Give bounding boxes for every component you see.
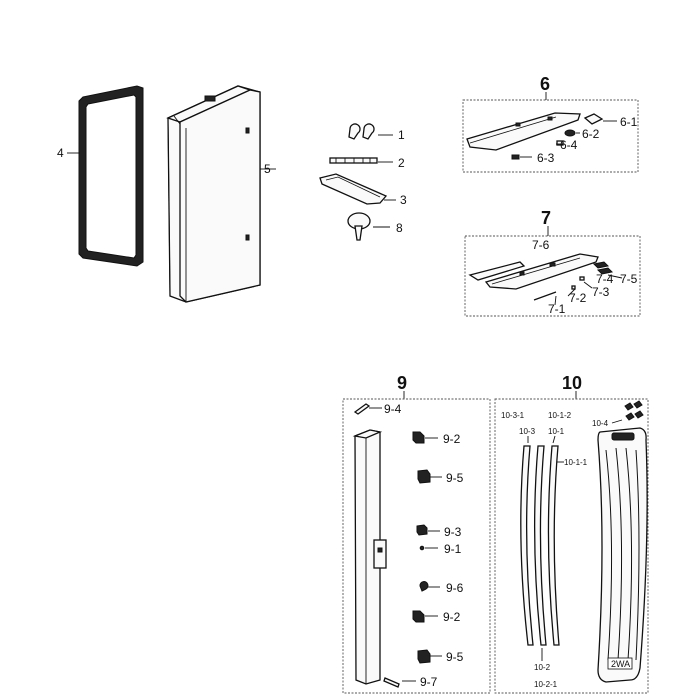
callout-8: 8	[396, 221, 403, 235]
callout-7: 7	[541, 208, 551, 228]
callout-10-1: 10-1	[548, 427, 565, 436]
callout-6: 6	[540, 74, 550, 94]
callout-6-3: 6-3	[537, 151, 555, 165]
callout-2: 2	[398, 156, 405, 170]
callout-7-4: 7-4	[596, 272, 614, 286]
screw-8	[347, 212, 371, 241]
door-gasket	[78, 85, 144, 267]
callout-9-3: 9-3	[444, 525, 462, 539]
callout-7-3: 7-3	[592, 285, 610, 299]
callout-9-1: 9-1	[444, 542, 462, 556]
clip-9-5a	[417, 469, 431, 484]
clip-9-5b	[417, 649, 431, 664]
door-guide-rails	[520, 445, 560, 646]
cap-9-3	[416, 524, 428, 536]
spring-9-6	[419, 581, 429, 592]
handle-bar	[319, 173, 388, 205]
callout-9-7: 9-7	[420, 675, 438, 689]
callout-10-3: 10-3	[519, 427, 536, 436]
callout-7-1: 7-1	[548, 302, 566, 316]
hinge-pins	[348, 123, 375, 140]
callout-4: 4	[57, 146, 64, 160]
door-panel	[166, 85, 261, 303]
callout-10-1-1: 10-1-1	[564, 458, 588, 467]
callout-9-2a: 9-2	[443, 432, 461, 446]
callout-9-5b: 9-5	[446, 650, 464, 664]
callout-5: 5	[264, 162, 271, 176]
callout-6-2: 6-2	[582, 127, 600, 141]
callout-1: 1	[398, 128, 405, 142]
callout-6-1: 6-1	[620, 115, 638, 129]
callout-6-4: 6-4	[560, 138, 578, 152]
callout-10-2-1: 10-2-1	[534, 680, 558, 689]
group-7-frame	[464, 235, 641, 317]
screw-9-1	[419, 545, 425, 551]
cap-9-2a	[412, 431, 425, 444]
callout-9-5a: 9-5	[446, 471, 464, 485]
callout-10-3-1: 10-3-1	[501, 411, 525, 420]
callout-9-6: 9-6	[446, 581, 464, 595]
bolt-9-7	[383, 677, 400, 688]
callout-10: 10	[562, 373, 582, 393]
cap-strip	[329, 157, 378, 164]
group-9-frame	[342, 398, 491, 694]
callout-10-2: 10-2	[534, 663, 551, 672]
group-6-frame	[462, 99, 639, 173]
pins-10-4	[624, 400, 644, 421]
mullion-bar	[352, 429, 387, 685]
cap-9-2b	[412, 610, 425, 623]
callout-10-1-2: 10-1-2	[548, 411, 572, 420]
callout-9-4: 9-4	[384, 402, 402, 416]
guide-stamp: 2WA	[611, 659, 630, 669]
callout-9: 9	[397, 373, 407, 393]
guide-tray: 2WA	[597, 427, 648, 683]
upper-hinge-bracket	[466, 112, 604, 160]
callout-3: 3	[400, 193, 407, 207]
callout-10-4: 10-4	[592, 419, 609, 428]
callout-7-6: 7-6	[532, 238, 550, 252]
group-10-frame	[494, 398, 649, 694]
lower-hinge-bracket	[468, 253, 614, 301]
callout-7-5: 7-5	[620, 272, 638, 286]
callout-7-2: 7-2	[569, 291, 587, 305]
callout-9-2b: 9-2	[443, 610, 461, 624]
bolt-9-4	[353, 403, 371, 415]
